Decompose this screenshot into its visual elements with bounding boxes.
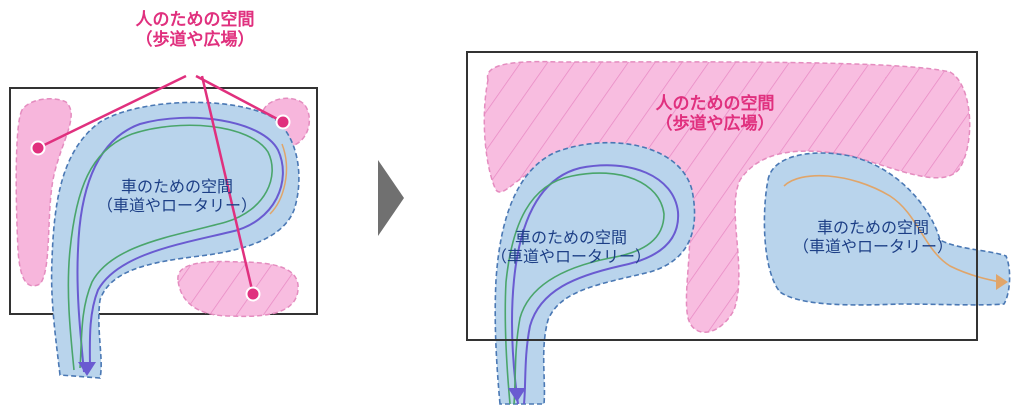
left-path-green bbox=[67, 124, 273, 371]
left-human-area-left bbox=[15, 97, 72, 287]
left-human-space-line1: 人のための空間 bbox=[135, 10, 255, 30]
left-arrowhead bbox=[78, 362, 96, 376]
right-car-left-line1: 車のための空間 bbox=[514, 228, 627, 247]
left-path-purple bbox=[76, 116, 284, 373]
right-diagram bbox=[466, 51, 1011, 405]
right-car-area-right bbox=[763, 152, 1011, 306]
right-human-space-line1: 人のための空間 bbox=[655, 94, 775, 114]
right-car-right-line1: 車のための空間 bbox=[816, 218, 929, 237]
left-human-space-label: 人のための空間 （歩道や広場） bbox=[105, 10, 285, 51]
transition-arrow-icon bbox=[378, 160, 404, 236]
callout-dot-left bbox=[30, 140, 46, 156]
callout-dot-bottom bbox=[245, 286, 261, 302]
left-car-space-line2: （車道やロータリー） bbox=[96, 196, 257, 216]
right-car-space-right-label: 車のための空間 （車道やロータリー） bbox=[778, 218, 968, 256]
left-human-area-bottom bbox=[177, 260, 299, 318]
right-car-space-left-label: 車のための空間 （車道やロータリー） bbox=[476, 228, 666, 266]
left-path-orange bbox=[269, 143, 288, 215]
left-car-area bbox=[50, 101, 300, 379]
right-path-purple-left bbox=[510, 164, 680, 405]
right-car-right-line2: （車道やロータリー） bbox=[792, 237, 953, 257]
left-diagram bbox=[9, 74, 318, 379]
left-car-space-label: 車のための空間 （車道やロータリー） bbox=[82, 177, 272, 215]
right-site-frame bbox=[466, 51, 978, 341]
right-path-green-left bbox=[504, 172, 665, 405]
left-human-space-line2: （歩道や広場） bbox=[135, 30, 255, 51]
left-callout bbox=[30, 74, 291, 302]
left-car-space-line1: 車のための空間 bbox=[120, 177, 233, 196]
right-arrowhead-left bbox=[508, 388, 526, 402]
right-path-orange-right bbox=[783, 174, 1001, 283]
right-human-space-line2: （歩道や広場） bbox=[655, 114, 775, 135]
right-car-left-line2: （車道やロータリー） bbox=[490, 247, 651, 267]
callout-dot-topright bbox=[275, 114, 291, 130]
right-human-space-label: 人のための空間 （歩道や広場） bbox=[625, 94, 805, 135]
right-arrowhead-right bbox=[996, 274, 1008, 290]
